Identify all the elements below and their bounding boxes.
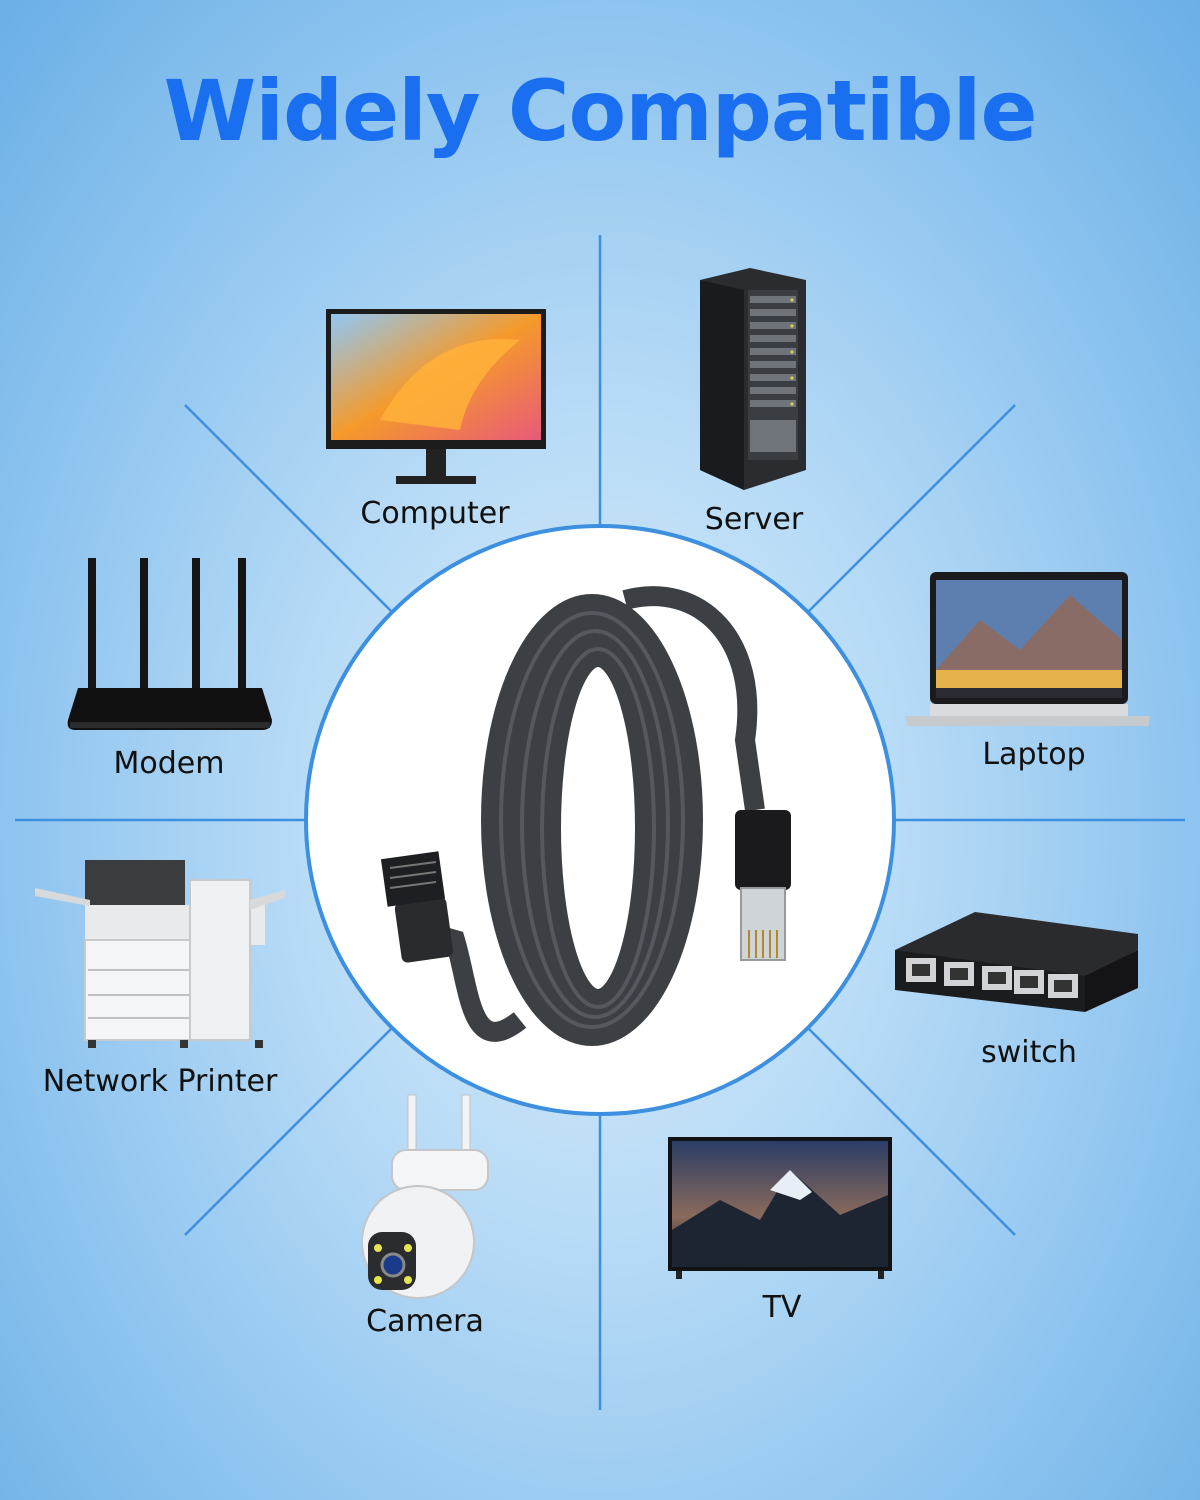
- spoke-line-top-left: [184, 404, 393, 613]
- computer-label: Computer: [360, 496, 510, 531]
- tv-icon: [668, 1137, 892, 1279]
- security-camera-icon: [361, 1094, 489, 1299]
- router-icon: [67, 558, 273, 730]
- server-rack-icon: [700, 268, 806, 490]
- monitor-icon: [326, 309, 546, 484]
- laptop-icon: [905, 572, 1150, 726]
- network-switch-icon: [895, 912, 1138, 1012]
- laptop-label: Laptop: [982, 737, 1086, 772]
- camera-label: Camera: [366, 1304, 484, 1339]
- modem-label: Modem: [113, 746, 225, 781]
- spoke-line-bottom-right: [807, 1027, 1016, 1236]
- page-title: Widely Compatible: [163, 62, 1038, 160]
- spoke-lines: [15, 235, 1185, 1410]
- switch-label: switch: [981, 1035, 1077, 1070]
- printer-icon: [35, 860, 285, 1048]
- server-label: Server: [704, 502, 804, 537]
- tv-label: TV: [762, 1290, 802, 1325]
- network-printer-label: Network Printer: [42, 1064, 278, 1099]
- spoke-line-top-right: [807, 404, 1016, 613]
- spoke-line-bottom-left: [184, 1027, 393, 1236]
- ethernet-cable-icon: [380, 586, 791, 1046]
